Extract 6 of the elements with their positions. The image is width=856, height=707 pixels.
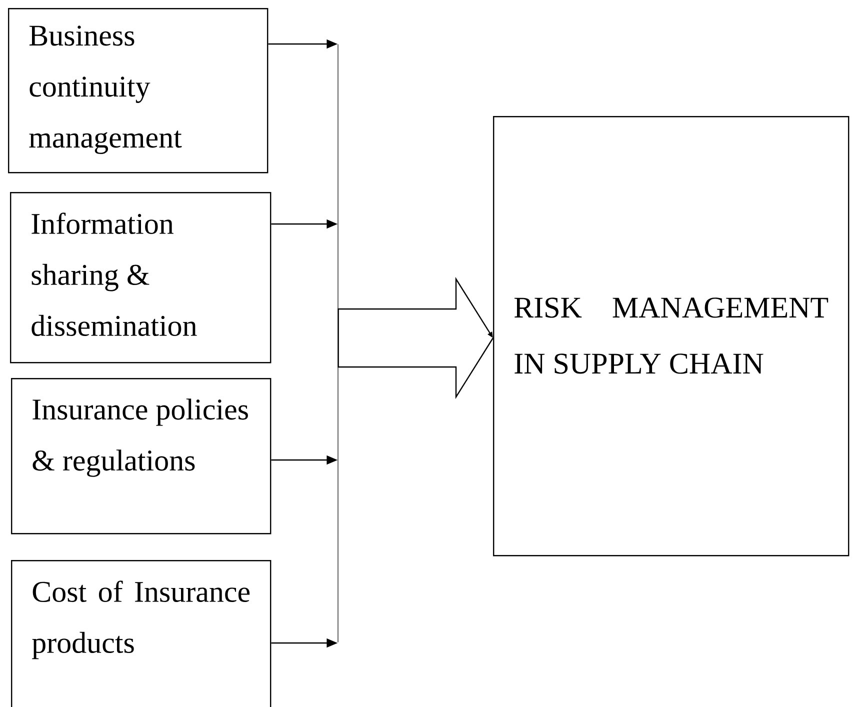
text-box: Insurance policies & regulations	[11, 378, 272, 534]
text-box: RISK MANAGEMENT IN SUPPLY CHAIN	[493, 116, 850, 556]
block-arrow	[338, 276, 494, 400]
text-box: Information sharing & dissemination	[10, 192, 272, 364]
text-box: Cost of Insurance products	[11, 560, 272, 707]
text-box: Business continuity management	[8, 8, 268, 174]
